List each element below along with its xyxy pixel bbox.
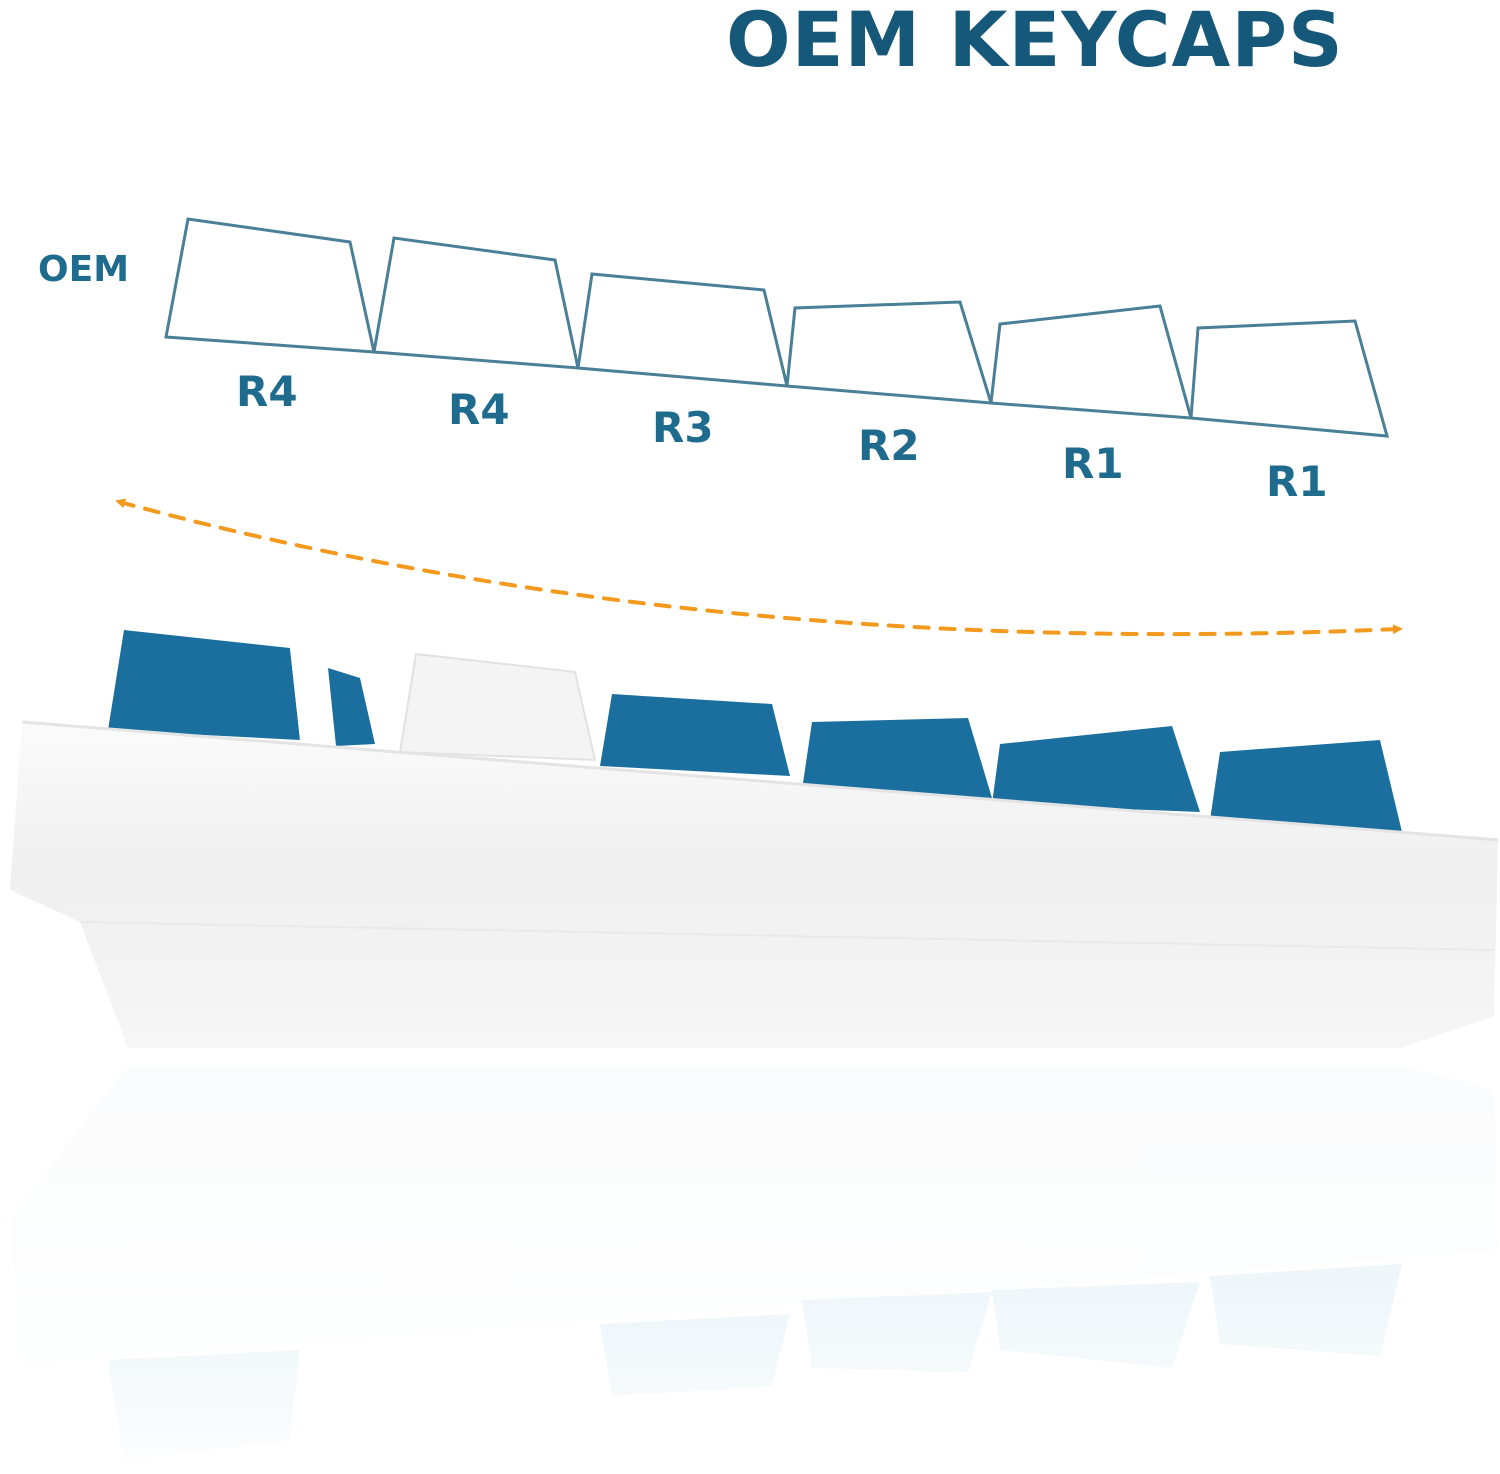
keycap-r1-blue-a xyxy=(992,726,1200,812)
keyboard-keycaps xyxy=(108,630,1402,832)
keycap-r4-white xyxy=(398,652,597,762)
keycap-outline-2 xyxy=(372,236,580,370)
keycap-outline-5 xyxy=(989,304,1194,420)
row-label-r4-b: R4 xyxy=(448,385,510,434)
page-title: OEM KEYCAPS xyxy=(726,0,1344,84)
keycap-r2-blue xyxy=(802,718,992,798)
keycap-outline-1 xyxy=(164,217,376,354)
keyboard-case xyxy=(10,720,1499,1048)
row-label-r4-a: R4 xyxy=(236,367,298,416)
row-label-r2: R2 xyxy=(858,421,920,470)
row-label-r1-b: R1 xyxy=(1266,457,1328,506)
keycap-r4-blue-side xyxy=(290,648,338,744)
curved-arrow xyxy=(115,498,1403,637)
profile-label: OEM xyxy=(38,249,130,290)
keycap-r4-blue xyxy=(108,630,300,740)
keycap-outline-3 xyxy=(576,272,789,388)
keycap-r3-blue xyxy=(600,694,790,776)
keycap-r1-blue-b xyxy=(1210,740,1402,832)
keycap-mid-stripe xyxy=(328,668,375,746)
keycap-outline-4 xyxy=(785,300,994,405)
keycap-outline-6 xyxy=(1189,319,1390,438)
row-label-r3: R3 xyxy=(652,403,714,452)
row-label-r1-a: R1 xyxy=(1062,439,1124,488)
keycap-profile-outlines xyxy=(164,217,1390,438)
